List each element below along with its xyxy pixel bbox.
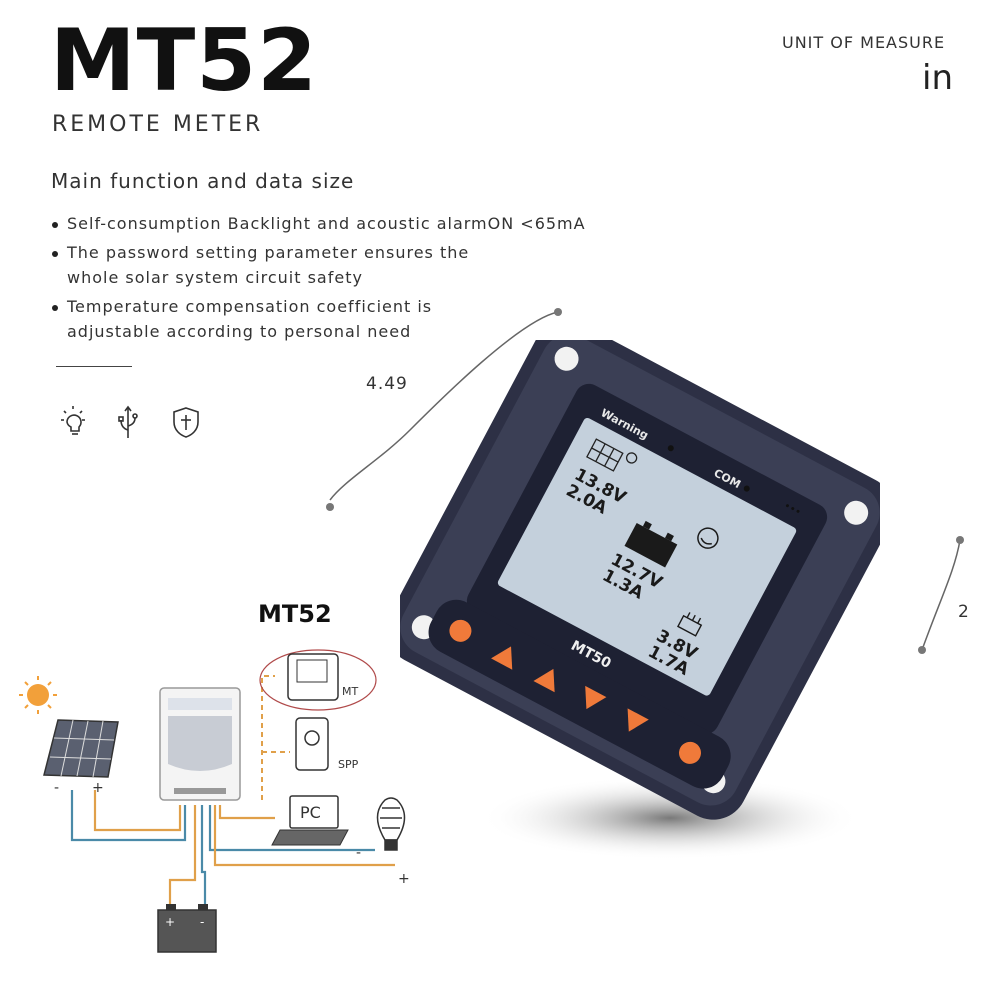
com-led	[743, 485, 750, 492]
bullet-icon	[52, 304, 58, 311]
depth-dimension-line	[918, 536, 964, 654]
remote-meter-thumbnail	[287, 653, 339, 701]
escape-button[interactable]	[446, 616, 476, 646]
features-heading: Main function and data size	[51, 169, 355, 193]
smiley-icon	[697, 527, 719, 549]
spp-label: SPP	[338, 758, 359, 771]
divider	[56, 366, 132, 367]
remote-meter-device: Warning COM 13.8V 2.0A 12.7V 1.3A 3.8V 1…	[400, 340, 880, 860]
battery-plus: +	[165, 915, 175, 929]
charge-controller	[159, 687, 241, 801]
warning-led	[667, 445, 674, 452]
button-panel	[428, 599, 731, 789]
depth-dimension: 2	[958, 602, 970, 622]
width-dimension: 4.49	[366, 374, 408, 394]
spp-device	[295, 717, 329, 771]
sun-icon	[625, 452, 638, 464]
pc-label: PC	[300, 803, 321, 822]
page-title: MT52	[50, 11, 318, 111]
wiring-diagram: - + MT SPP PC - +	[19, 649, 410, 953]
battery-minus: -	[200, 915, 204, 929]
lightbulb-icon	[61, 406, 85, 435]
unit-value: in	[922, 58, 953, 98]
right-button[interactable]	[576, 685, 607, 715]
battery-icon	[157, 904, 217, 953]
shield-icon	[173, 407, 199, 438]
feature-item: The password setting parameter ensures t…	[52, 240, 469, 290]
battery-icon	[624, 520, 678, 568]
bullet-icon	[52, 221, 58, 228]
down-button[interactable]	[618, 708, 649, 737]
load-plus: +	[398, 871, 410, 887]
up-button[interactable]	[491, 641, 522, 670]
panel-plus: +	[92, 780, 104, 796]
mount-hole	[844, 500, 869, 525]
load-bulb-icon	[677, 612, 703, 637]
width-dimension-line	[326, 308, 562, 511]
left-button[interactable]	[533, 663, 564, 693]
unit-label: UNIT OF MEASURE	[782, 33, 946, 52]
panel-minus: -	[54, 780, 59, 796]
feature-item: Self-consumption Backlight and acoustic …	[52, 211, 586, 236]
device-shadow	[480, 776, 860, 860]
feature-item: Temperature compensation coefficient is …	[52, 294, 432, 344]
diagram-title: MT52	[258, 600, 332, 628]
usb-icon	[118, 405, 138, 438]
mt-label: MT	[342, 685, 358, 698]
enter-button[interactable]	[675, 738, 705, 768]
mount-hole	[554, 346, 579, 371]
lightbulb-icon	[376, 797, 406, 851]
bullet-icon	[52, 250, 58, 257]
highlight-ellipse	[259, 649, 377, 711]
solar-panel-icon	[586, 438, 624, 472]
feature-icons	[61, 405, 199, 438]
load-minus: -	[356, 845, 361, 861]
page-subtitle: REMOTE METER	[52, 112, 264, 137]
solar-panel-icon	[43, 719, 119, 778]
sun-icon	[19, 676, 57, 714]
laptop-icon	[271, 795, 349, 846]
